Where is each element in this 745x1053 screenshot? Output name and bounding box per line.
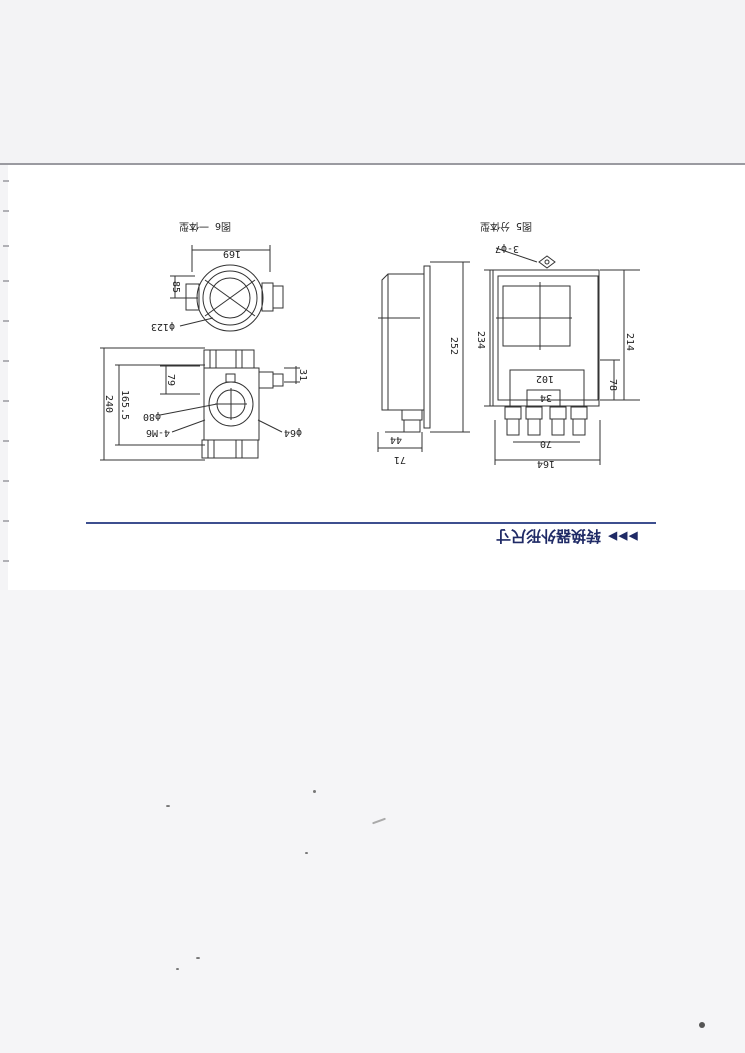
split-caption: 图5 分体型 bbox=[480, 220, 532, 233]
binding-mark bbox=[3, 180, 9, 182]
integral-top-view bbox=[170, 245, 284, 332]
scanned-sheet bbox=[8, 165, 745, 590]
section-title-text: 转换器外形尺寸 bbox=[496, 527, 602, 546]
dim-102: 102 bbox=[536, 373, 554, 384]
binding-mark bbox=[3, 210, 9, 212]
section-divider bbox=[86, 522, 656, 524]
dim-240: 240 bbox=[103, 395, 114, 413]
dim-79: 79 bbox=[165, 374, 176, 386]
dim-3d7: 3-ϕ7 bbox=[495, 243, 519, 254]
dim-164: 164 bbox=[537, 458, 555, 469]
dim-71: 71 bbox=[394, 454, 406, 465]
binding-mark bbox=[3, 280, 9, 282]
binding-mark bbox=[3, 520, 9, 522]
dim-4m6: 4-M6 bbox=[146, 427, 170, 438]
dim-169: 169 bbox=[223, 248, 241, 259]
binding-mark bbox=[3, 480, 9, 482]
binding-mark bbox=[3, 440, 9, 442]
sheet-edge bbox=[0, 163, 745, 165]
binding-mark bbox=[3, 320, 9, 322]
dim-44: 44 bbox=[390, 434, 402, 445]
dim-214: 214 bbox=[624, 333, 635, 351]
dim-70: 70 bbox=[540, 438, 552, 449]
binding-mark bbox=[3, 360, 9, 362]
scan-speck bbox=[196, 957, 200, 959]
dim-78: 78 bbox=[607, 379, 618, 391]
scan-speck bbox=[166, 805, 170, 807]
binding-mark bbox=[3, 245, 9, 247]
integral-front-view bbox=[100, 347, 300, 461]
section-heading: ▶▶▶ 转换器外形尺寸 bbox=[496, 526, 656, 548]
dim-165-5: 165.5 bbox=[119, 390, 130, 420]
dim-85: 85 bbox=[170, 281, 181, 293]
dim-34: 34 bbox=[540, 392, 552, 403]
dim-d80: ϕ80 bbox=[143, 411, 161, 422]
scan-speck bbox=[305, 852, 308, 854]
page-top-margin bbox=[0, 0, 745, 165]
scan-speck bbox=[176, 968, 179, 970]
scan-speck bbox=[313, 790, 316, 793]
dim-234: 234 bbox=[475, 331, 486, 349]
scan-speck bbox=[699, 1022, 705, 1028]
binding-mark bbox=[3, 400, 9, 402]
dim-d123: ϕ123 bbox=[151, 321, 175, 332]
split-side-view bbox=[377, 261, 470, 452]
section-arrows-icon: ▶▶▶ bbox=[607, 530, 638, 544]
split-caption-group: 图5 分体型 bbox=[480, 220, 532, 233]
binding-edge bbox=[3, 170, 11, 585]
binding-mark bbox=[3, 560, 9, 562]
dim-31: 31 bbox=[297, 369, 308, 381]
integral-caption-group: 图6 一体型 bbox=[179, 220, 231, 233]
dim-252: 252 bbox=[448, 337, 459, 355]
integral-caption: 图6 一体型 bbox=[179, 220, 231, 233]
dim-d64: ϕ64 bbox=[284, 427, 302, 438]
split-front-view bbox=[484, 247, 640, 465]
